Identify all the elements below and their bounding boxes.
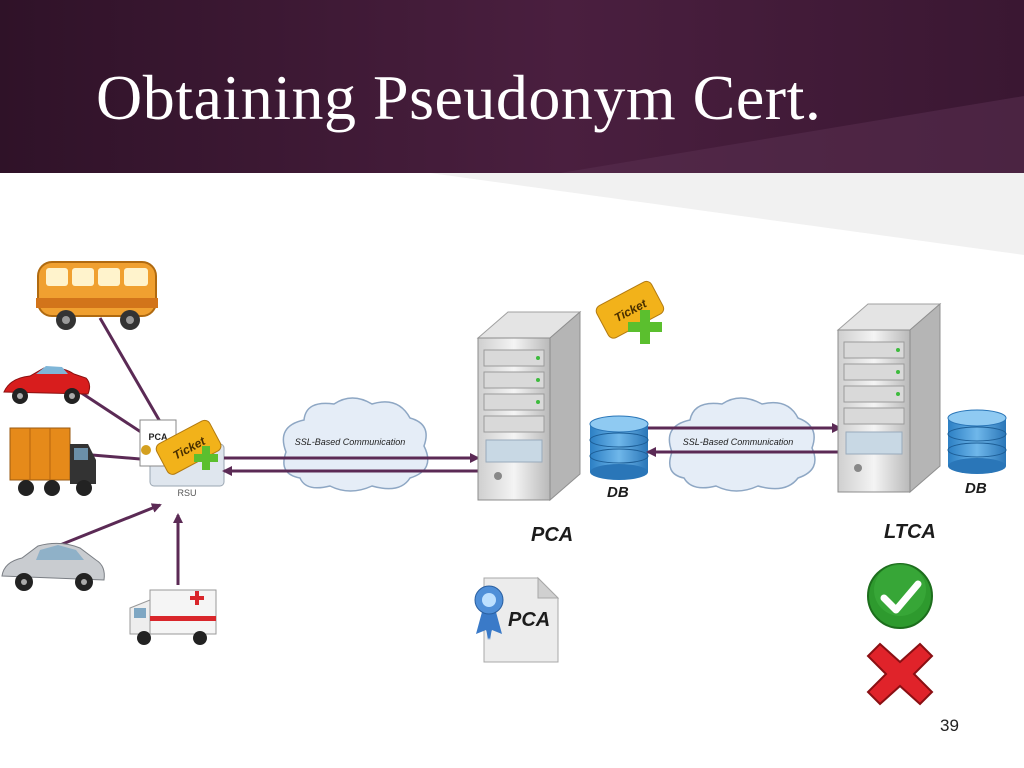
- header-stripe: [560, 96, 1024, 173]
- database-icon-left: [589, 415, 649, 480]
- sedan-icon: [1, 542, 105, 591]
- slide-title: Obtaining Pseudonym Cert.: [96, 62, 822, 133]
- title-bar: Obtaining Pseudonym Cert.: [0, 0, 1024, 173]
- plus-icon-top: [628, 310, 662, 344]
- cloud-right: SSL-Based Communication: [668, 397, 816, 492]
- ambulance-icon: [129, 589, 217, 645]
- pca-certificate-icon: [474, 576, 560, 663]
- slide-number: 39: [940, 716, 959, 735]
- bus-icon: [36, 261, 158, 330]
- cloud-left-label: SSL-Based Communication: [295, 437, 406, 447]
- rsu-caption: RSU: [177, 488, 196, 498]
- cloud-right-label: SSL-Based Communication: [683, 437, 794, 447]
- ltca-server-icon: [836, 302, 942, 494]
- sports-car-icon: [3, 366, 91, 404]
- cloud-left: SSL-Based Communication: [282, 397, 429, 492]
- cross-icon: [866, 642, 934, 706]
- db-left-label: DB: [607, 484, 629, 501]
- pca-server-label: PCA: [531, 524, 573, 546]
- sedan-arrow: [59, 503, 162, 547]
- check-icon: [867, 563, 933, 629]
- db-right-label: DB: [965, 480, 987, 497]
- ltca-server-label: LTCA: [884, 521, 936, 543]
- truck-icon: [9, 427, 96, 496]
- pca-server-icon: [476, 310, 582, 502]
- sports-car-line: [79, 390, 151, 440]
- database-icon-right: [947, 409, 1007, 474]
- plus-icon-rsu: [194, 446, 218, 470]
- bus-line: [98, 317, 164, 426]
- rsu-card-label: PCA: [148, 432, 168, 442]
- background-band: [430, 173, 1024, 255]
- pca-certificate-label: PCA: [508, 609, 550, 631]
